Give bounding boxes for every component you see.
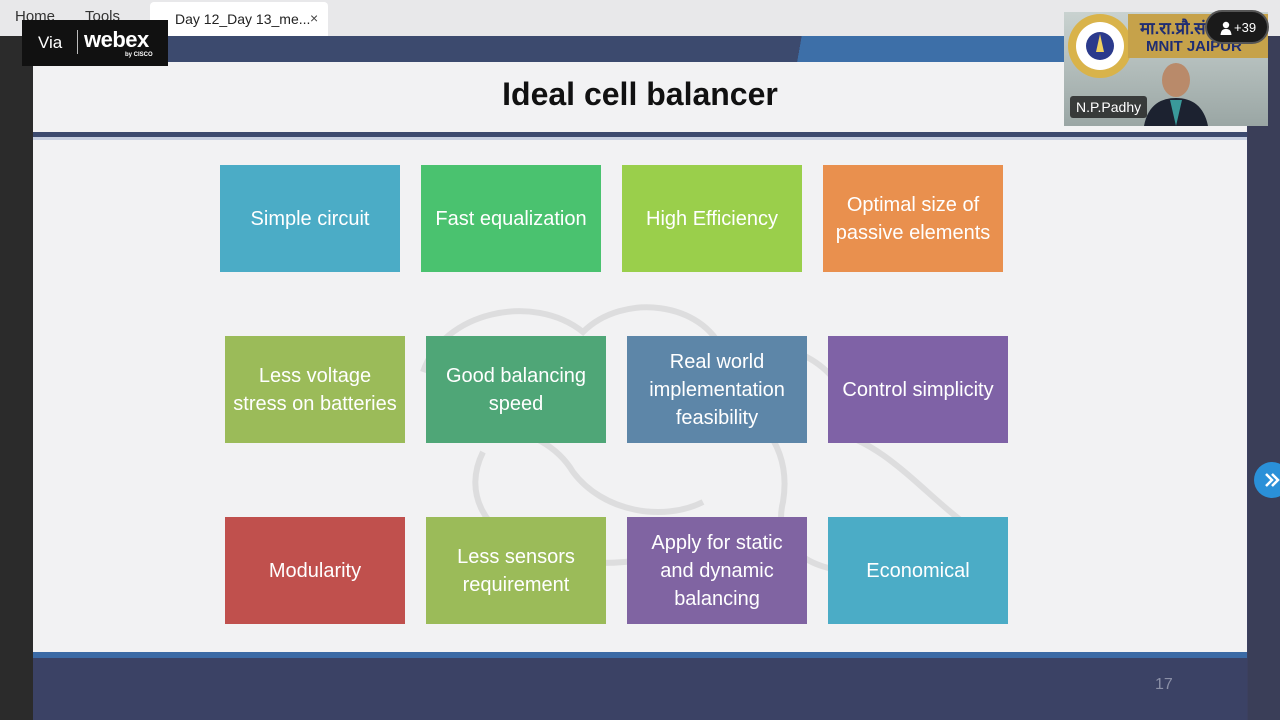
participants-button[interactable]: +39: [1205, 10, 1269, 44]
box-simple-circuit: Simple circuit: [220, 165, 400, 272]
box-less-sensors: Less sensors requirement: [426, 517, 606, 624]
title-divider-light: [33, 137, 1247, 140]
box-label: Control simplicity: [842, 378, 994, 401]
box-good-balancing-speed: Good balancing speed: [426, 336, 606, 443]
institute-emblem-icon: [1068, 14, 1132, 78]
presentation-slide: Ideal cell balancer 17 Simple circuit Fa…: [33, 36, 1247, 720]
expand-icon: [1265, 473, 1280, 487]
box-economical: Economical: [828, 517, 1008, 624]
box-less-voltage-stress: Less voltage stress on batteries: [225, 336, 405, 443]
box-modularity: Modularity: [225, 517, 405, 624]
webex-cisco-label: by CISCO: [125, 52, 153, 58]
webex-separator: [77, 30, 78, 54]
participant-video[interactable]: मा.रा.प्रौ.सं MNIT JAIPUR N.P.Padhy: [1064, 12, 1268, 126]
webex-logo: webex: [84, 27, 149, 52]
box-label: Economical: [866, 559, 970, 582]
participant-name: N.P.Padhy: [1070, 96, 1148, 118]
slide-footer: [33, 658, 1247, 720]
box-label: Apply for static and dynamic balancing: [651, 531, 783, 610]
person-icon: [1220, 21, 1232, 35]
box-label: Modularity: [268, 559, 362, 582]
box-real-world-feasibility: Real world implementation feasibility: [627, 336, 807, 443]
slide-page-number: 17: [1155, 676, 1173, 693]
left-frame: [0, 36, 33, 720]
box-label: Good balancing speed: [445, 364, 587, 415]
footer-divider: [33, 652, 1247, 658]
box-optimal-size: Optimal size of passive elements: [823, 165, 1003, 272]
tab-title: Day 12_Day 13_me...: [175, 11, 311, 27]
box-label: Fast equalization: [435, 207, 587, 230]
right-frame: [1248, 36, 1280, 720]
box-label: Real world implementation feasibility: [649, 350, 785, 429]
participant-count: +39: [1234, 20, 1257, 35]
box-label: Optimal size of passive elements: [835, 193, 991, 244]
document-tab[interactable]: Day 12_Day 13_me... ×: [150, 2, 328, 36]
box-label: Simple circuit: [250, 207, 370, 230]
presenter-figure: [1144, 63, 1208, 126]
title-divider: [33, 132, 1247, 137]
side-panel-toggle[interactable]: [1254, 462, 1280, 498]
slide-title: Ideal cell balancer: [502, 76, 778, 112]
box-high-efficiency: High Efficiency: [622, 165, 802, 272]
box-label: Less voltage stress on batteries: [233, 364, 397, 415]
box-label: High Efficiency: [646, 207, 778, 230]
tab-close-icon[interactable]: ×: [310, 10, 319, 26]
webex-badge: Via webex by CISCO: [22, 20, 168, 66]
box-static-dynamic-balancing: Apply for static and dynamic balancing: [627, 517, 807, 624]
box-fast-equalization: Fast equalization: [421, 165, 601, 272]
box-label: Less sensors requirement: [457, 545, 575, 596]
banner-hindi-text: मा.रा.प्रौ.सं: [1140, 19, 1206, 38]
webex-via-label: Via: [38, 33, 63, 52]
box-control-simplicity: Control simplicity: [828, 336, 1008, 443]
